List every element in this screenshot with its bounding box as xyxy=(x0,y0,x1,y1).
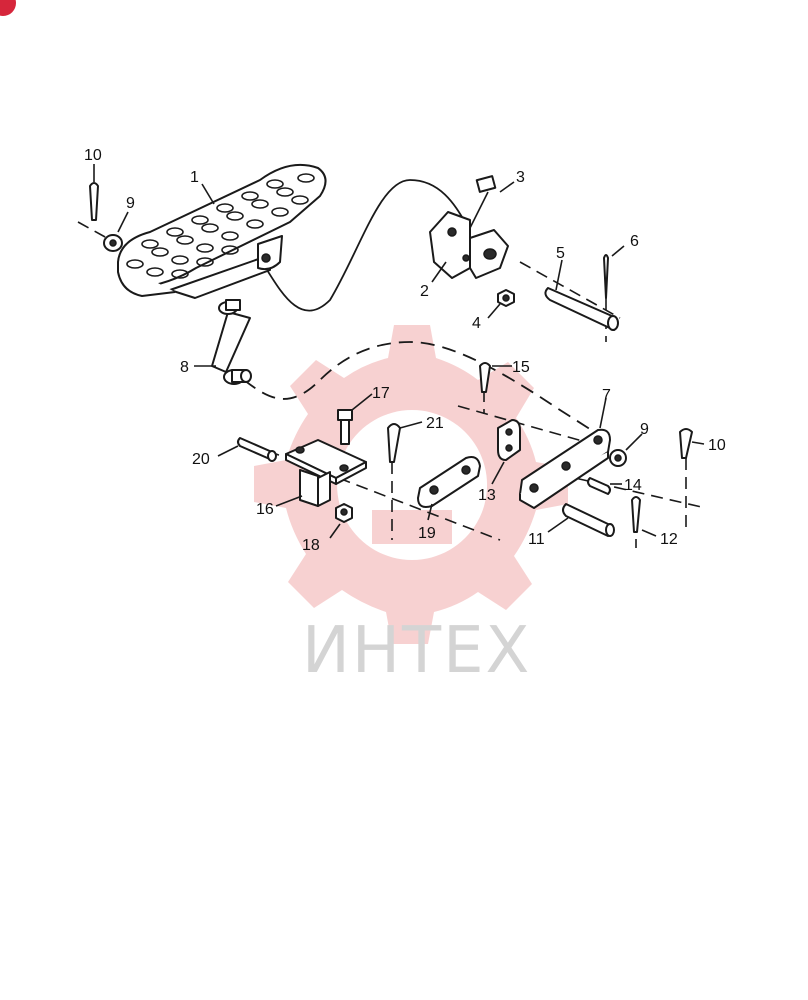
callout-labels: 1 2 3 4 5 6 7 8 9 9 10 10 11 12 13 14 15… xyxy=(84,147,726,554)
mount-bracket-part-16 xyxy=(285,439,367,507)
arm-part-7 xyxy=(519,428,611,509)
corner-badge xyxy=(0,0,16,16)
cotter-pin-part-12 xyxy=(631,496,641,533)
callout-9-left: 9 xyxy=(126,195,135,212)
callout-19: 19 xyxy=(418,525,436,542)
pin-part-14 xyxy=(587,477,611,495)
callout-17: 17 xyxy=(372,385,390,402)
bolt-part-17 xyxy=(337,409,353,445)
callout-2: 2 xyxy=(420,283,429,300)
nut-part-4 xyxy=(497,289,515,307)
leader-lines xyxy=(93,164,705,539)
link-plate-part-19 xyxy=(417,456,481,508)
callout-16: 16 xyxy=(256,501,274,518)
callout-13: 13 xyxy=(478,487,496,504)
pedal-part-1 xyxy=(117,163,327,299)
watermark-text: ИНТЕХ xyxy=(302,614,531,688)
plate-part-13 xyxy=(497,419,521,461)
callout-3: 3 xyxy=(516,169,525,186)
callout-4: 4 xyxy=(472,315,481,332)
cotter-pin-part-21 xyxy=(387,423,401,463)
pin-part-11 xyxy=(562,503,615,537)
callout-21: 21 xyxy=(426,415,444,432)
callout-5: 5 xyxy=(556,245,565,262)
callout-6: 6 xyxy=(630,233,639,250)
callout-10-right: 10 xyxy=(708,437,726,454)
callout-7: 7 xyxy=(602,387,611,404)
cotter-pin-part-6 xyxy=(603,254,609,299)
callout-10-left: 10 xyxy=(84,147,102,164)
cotter-pin-part-10-left xyxy=(89,182,99,221)
washer-part-9-left xyxy=(103,234,123,252)
bracket-part-2 xyxy=(429,211,509,279)
nut-part-18 xyxy=(335,503,353,523)
cotter-pin-part-10-right xyxy=(679,428,693,459)
callout-8: 8 xyxy=(180,359,189,376)
cotter-pin-part-15 xyxy=(479,362,491,393)
pin-part-5 xyxy=(544,287,619,331)
callout-9-right: 9 xyxy=(640,421,649,438)
linkage-cable xyxy=(243,179,605,439)
crank-link-part-8 xyxy=(211,299,252,385)
callout-14: 14 xyxy=(624,477,642,494)
bolt-part-3 xyxy=(469,175,497,229)
callout-1: 1 xyxy=(190,169,199,186)
pin-part-20 xyxy=(237,437,277,462)
callout-15: 15 xyxy=(512,359,530,376)
callout-12: 12 xyxy=(660,531,678,548)
washer-part-9-right xyxy=(609,449,627,467)
callout-18: 18 xyxy=(302,537,320,554)
callout-20: 20 xyxy=(192,451,210,468)
callout-11: 11 xyxy=(528,531,545,548)
pedal-tread-pattern xyxy=(126,173,315,279)
